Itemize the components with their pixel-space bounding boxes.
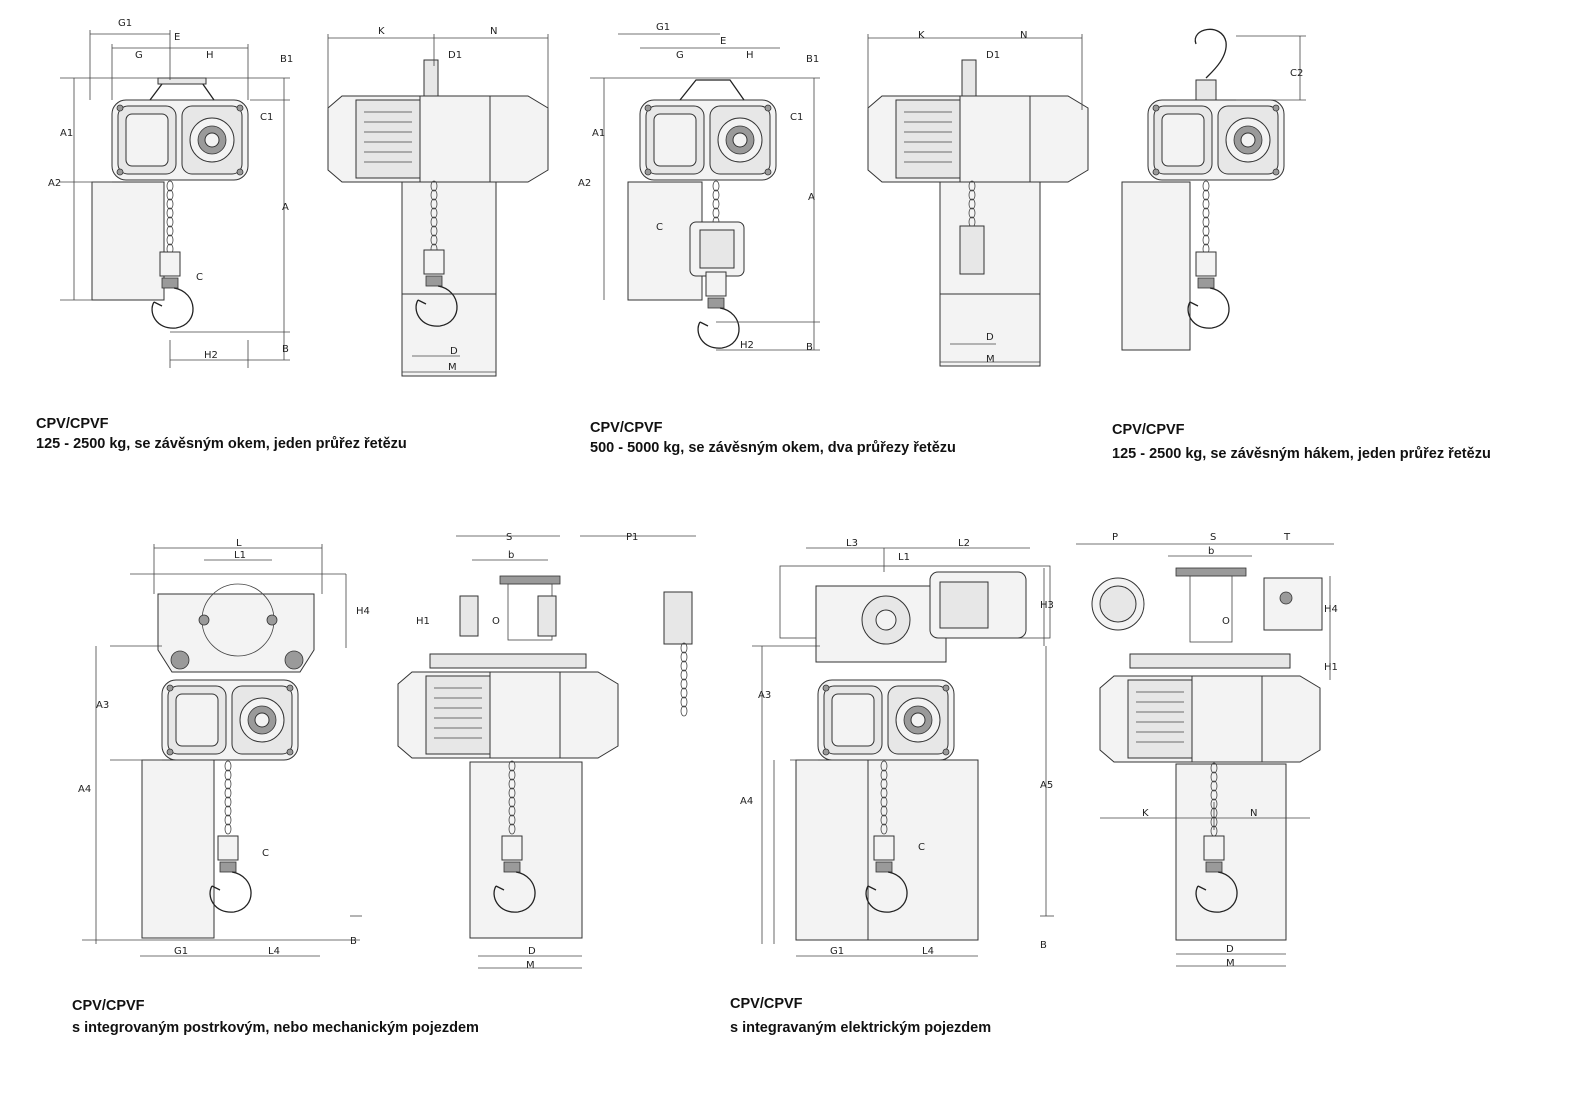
dim-label-p1: P1 [626, 532, 638, 543]
dim-label-l1: L1 [234, 550, 246, 561]
dim-label-h: H [746, 50, 754, 61]
dim-label-l4: L4 [268, 946, 280, 957]
caption-electric-trolley: CPV/CPVF s integravaným elektrickým poje… [730, 994, 991, 1038]
dim-label-c: C [656, 222, 663, 233]
dim-label-c: C [918, 842, 925, 853]
figure-2-side-view: K N D1 D M [327, 26, 549, 377]
dim-label-a4: A4 [78, 784, 91, 795]
dim-label-d1: D1 [448, 50, 462, 61]
dim-label-m: M [526, 960, 535, 971]
dim-label-c1: C1 [260, 112, 273, 123]
dim-label-a2: A2 [48, 178, 61, 189]
dim-label-a3: A3 [96, 700, 109, 711]
figure-1-front-view: G1 G E H B1 C1 A1 A2 A C H2 B [48, 18, 293, 368]
caption-eye-one-fall: CPV/CPVF 125 - 2500 kg, se závěsným okem… [36, 414, 407, 454]
dim-label-h1: H1 [1324, 662, 1338, 673]
dim-label-m: M [1226, 958, 1235, 969]
dim-label-t: T [1283, 532, 1291, 543]
dim-label-b1: B1 [806, 54, 819, 65]
dim-label-b1: B1 [280, 54, 293, 65]
dim-label-m: M [986, 354, 995, 365]
dim-label-c1: C1 [790, 112, 803, 123]
dim-label-a1: A1 [60, 128, 73, 139]
caption-subtitle: s integravaným elektrickým pojezdem [730, 1020, 992, 1036]
dim-label-o: O [492, 616, 500, 627]
caption-title: CPV/CPVF [730, 996, 803, 1012]
figure-3-front-view-two-falls: G1 G E H B1 C1 A1 A2 A C H2 B [578, 22, 820, 353]
figure-7-side-view-trolley: S b P1 H1 O D M [397, 532, 696, 971]
dim-label-h1: H1 [416, 616, 430, 627]
dim-label-g1: G1 [118, 18, 132, 29]
dim-label-s: S [1210, 532, 1216, 543]
dim-label-m: M [448, 362, 457, 373]
dim-label-a3: A3 [758, 690, 771, 701]
dim-label-b: B [1040, 940, 1047, 951]
dim-label-b: B [282, 344, 289, 355]
dim-label-g: G [676, 50, 684, 61]
dim-label-a2: A2 [578, 178, 591, 189]
dim-label-g1: G1 [174, 946, 188, 957]
caption-eye-two-falls: CPV/CPVF 500 - 5000 kg, se závěsným okem… [590, 418, 956, 458]
dim-label-h: H [206, 50, 214, 61]
dim-label-p: P [1112, 532, 1118, 543]
dim-label-n: N [1020, 30, 1027, 41]
dim-label-e: E [174, 32, 180, 43]
caption-hook-one-fall: CPV/CPVF 125 - 2500 kg, se závěsným háke… [1112, 420, 1491, 464]
dim-label-a: A [808, 192, 815, 203]
dim-label-o: O [1222, 616, 1230, 627]
dim-label-d: D [986, 332, 994, 343]
dim-label-k: K [918, 30, 925, 41]
figure-9-side-view-electric-trolley: P S b T H4 H1 O K N D M [1076, 532, 1338, 969]
figure-6-front-view-trolley: L L1 H4 A3 A4 C G1 L4 B [78, 538, 370, 957]
caption-title: CPV/CPVF [1112, 422, 1185, 438]
dim-label-d: D [1226, 944, 1234, 955]
dim-label-d: D [450, 346, 458, 357]
dim-label-h3: H3 [1040, 600, 1054, 611]
dim-label-g1: G1 [656, 22, 670, 33]
dim-label-b: B [806, 342, 813, 353]
dim-label-e: E [720, 36, 726, 47]
dim-label-a4: A4 [740, 796, 753, 807]
dim-label-d: D [528, 946, 536, 957]
caption-subtitle: 125 - 2500 kg, se závěsným okem, jeden p… [36, 436, 407, 452]
dim-label-a1: A1 [592, 128, 605, 139]
figure-5-hook-suspension: C2 [1121, 28, 1306, 351]
dim-label-c: C [196, 272, 203, 283]
dim-label-n: N [490, 26, 497, 37]
dim-label-h4: H4 [1324, 604, 1338, 615]
dim-label-b-small: b [508, 550, 514, 561]
dim-label-h2: H2 [204, 350, 218, 361]
dim-label-n: N [1250, 808, 1257, 819]
dim-label-l1: L1 [898, 552, 910, 563]
caption-title: CPV/CPVF [72, 998, 145, 1014]
dim-label-b: B [350, 936, 357, 947]
caption-subtitle: s integrovaným postrkovým, nebo mechanic… [72, 1020, 479, 1036]
caption-subtitle: 125 - 2500 kg, se závěsným hákem, jeden … [1112, 446, 1491, 462]
dim-label-a5: A5 [1040, 780, 1053, 791]
dim-label-l: L [236, 538, 242, 549]
figure-8-front-view-electric-trolley: L3 L1 L2 H3 A3 A4 A5 C G1 L4 B [740, 538, 1054, 957]
dim-label-g: G [135, 50, 143, 61]
dim-label-d1: D1 [986, 50, 1000, 61]
caption-title: CPV/CPVF [36, 416, 109, 432]
dim-label-b-small: b [1208, 546, 1214, 557]
dim-label-a: A [282, 202, 289, 213]
dim-label-c2: C2 [1290, 68, 1303, 79]
dim-label-k: K [1142, 808, 1149, 819]
caption-title: CPV/CPVF [590, 420, 663, 436]
dim-label-c: C [262, 848, 269, 859]
dim-label-k: K [378, 26, 385, 37]
dim-label-h4: H4 [356, 606, 370, 617]
caption-push-trolley: CPV/CPVF s integrovaným postrkovým, nebo… [72, 996, 479, 1038]
dim-label-h2: H2 [740, 340, 754, 351]
dim-label-l4: L4 [922, 946, 934, 957]
dim-label-s: S [506, 532, 512, 543]
dim-label-l3: L3 [846, 538, 858, 549]
figure-4-side-view-two-falls: K N D1 D M [867, 30, 1089, 367]
caption-subtitle: 500 - 5000 kg, se závěsným okem, dva prů… [590, 440, 956, 456]
dim-label-l2: L2 [958, 538, 970, 549]
dim-label-g1: G1 [830, 946, 844, 957]
